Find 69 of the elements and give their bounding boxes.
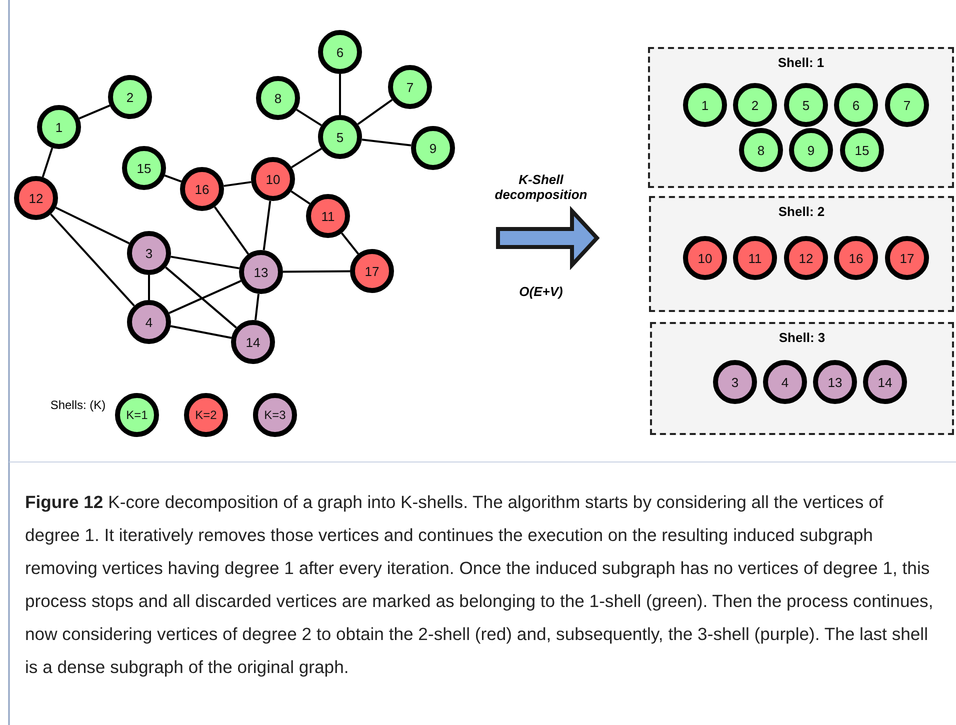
shell-box [650,322,954,435]
shell-heading: Shell: 3 [778,330,826,345]
graph-edge [291,148,322,168]
vertex-circle: 3 [127,231,171,275]
arrow-label: O(E+V) [518,284,564,299]
vertex-circle: 2 [108,75,152,119]
vertex-circle: 7 [388,65,432,109]
vertex-circle: 2 [733,83,777,127]
shell-box [648,47,954,188]
vertex-circle: 15 [122,146,166,190]
vertex-circle: 9 [411,126,455,170]
vertex-circle: 10 [683,236,727,280]
graph-edge [357,98,393,126]
graph-edge [170,325,232,339]
graph-edge [55,206,130,244]
vertex-circle: 1 [683,83,727,127]
vertex-circle: 15 [840,128,884,172]
vertex-circle: 4 [127,300,171,344]
legend-label: K=1 [126,408,148,422]
vertex-circle: 3 [713,360,757,404]
graph-edge [362,138,412,146]
shell-box [649,196,954,312]
vertex-circle: 12 [784,236,828,280]
vertex-circle: 16 [180,167,224,211]
vertex-circle: 6 [318,30,362,74]
vertex-circle: 8 [739,128,783,172]
vertex-circle: 14 [231,320,275,364]
vertex-circle: 16 [834,236,878,280]
shell-heading: Shell: 2 [777,204,826,219]
graph-edge [340,232,360,254]
shell-heading: Shell: 1 [776,55,826,70]
vertex-circle: 8 [256,76,300,120]
graph-edge [339,74,341,115]
vertex-circle: 11 [733,236,777,280]
vertex-circle: 14 [863,360,907,404]
vertex-circle: 10 [251,157,295,201]
vertex-circle: 11 [306,194,350,238]
graph-edge [78,104,110,120]
vertex-circle: 4 [763,360,807,404]
graph-edge [224,181,252,187]
vertex-circle: 5 [318,115,362,159]
graph-edge [254,294,260,320]
arrow-label: K-Shell decomposition [494,172,588,202]
vertex-circle: 5 [784,83,828,127]
graph-edge [42,148,54,178]
vertex-circle: 7 [885,83,929,127]
graph-edge [168,280,242,314]
vertex-circle: 6 [834,83,878,127]
graph-edge [290,190,310,205]
graph-edge [165,266,237,328]
vertex-circle: 13 [813,360,857,404]
graph-edge [50,214,135,306]
graph-edge [296,108,322,126]
vertex-circle: 1 [37,105,81,149]
vertex-circle: 12 [14,176,58,220]
graph-edge [148,275,150,300]
legend-title: Shells: (K) [49,398,107,412]
legend-label: K=2 [195,408,217,422]
vertex-circle: 9 [789,128,833,172]
graph-edge [262,200,272,250]
graph-edge [214,206,250,255]
vertex-circle: 17 [350,249,394,293]
vertex-circle: 13 [239,250,283,294]
vertex-circle: 17 [885,236,929,280]
graph-edge [164,174,182,182]
figure-caption: Figure 12 K-core decomposition of a graph into K-shells. The algorithm starts by considering all the vertices of degree 1. It iteratively removes those vertices and continues the execution on the resulting induced subgraph removing vertices having degree 1 after every iteration. Once the induced subgraph has no vertices of degree 1, this process stops and all discarded vertices are marked as belonging to the 1-shell (green). Then the process continues, now considering vertices of degree 2 to obtain the 2-shell (red) and, subsequently, the 3-shell (purple). The last shell is a dense subgraph of the original graph. [25,491,934,679]
graph-edge [283,270,350,273]
graph-edge [170,256,240,270]
legend-label: K=3 [264,408,286,422]
